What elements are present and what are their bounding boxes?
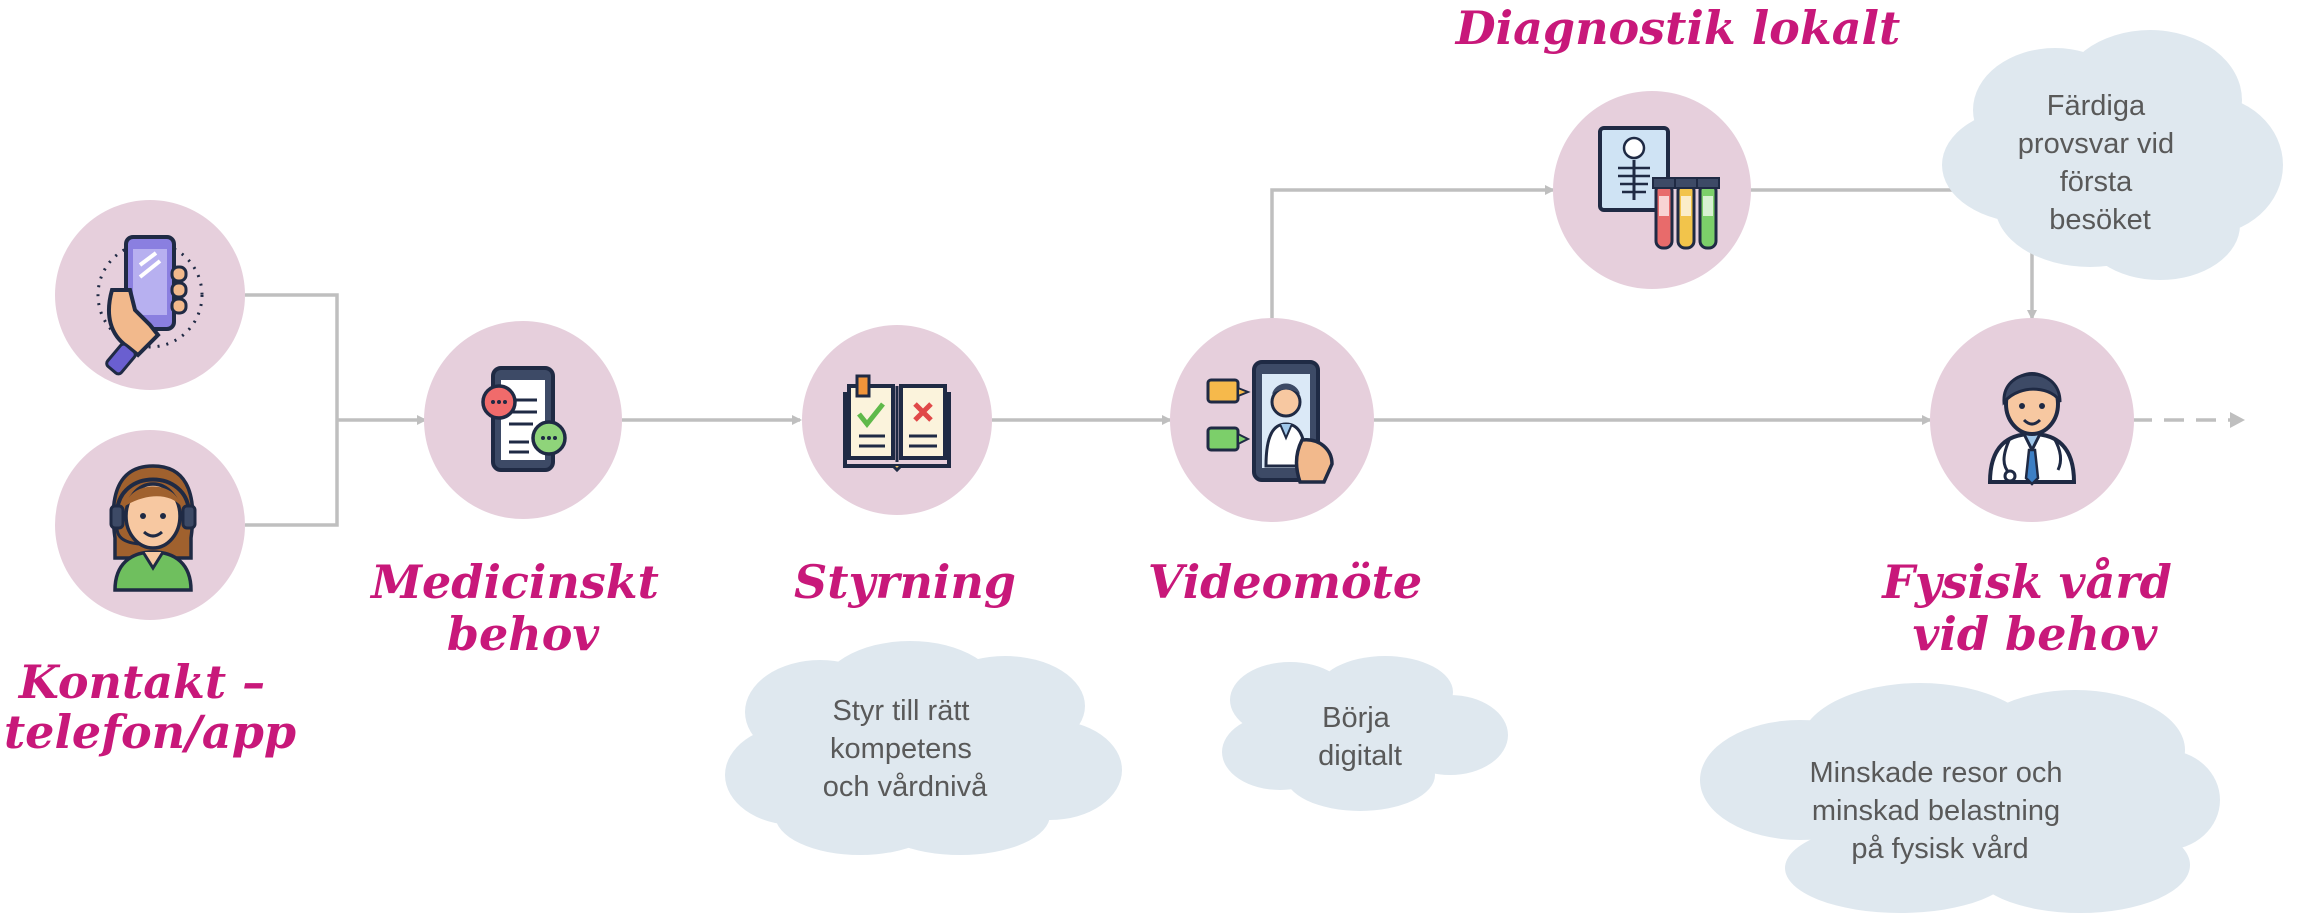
cloud-diagnostik: Färdiga provsvar vid första besöket bbox=[1942, 30, 2283, 280]
cloud-styrning-text: Styr till rätt kompetens och vårdnivå bbox=[823, 695, 988, 803]
cloud-diagnostik-text: Färdiga provsvar vid första besöket bbox=[2018, 90, 2182, 236]
cloud-videomote: Börja digitalt bbox=[1222, 656, 1508, 811]
title-fysisk: Fysisk vård vid behov bbox=[1880, 555, 2188, 661]
xray-and-test-tubes-icon bbox=[1598, 126, 1720, 250]
cloud-text-line: kompetens bbox=[830, 733, 972, 765]
title-line: vid behov bbox=[1913, 607, 2159, 661]
cloud-styrning: Styr till rätt kompetens och vårdnivå bbox=[725, 641, 1122, 855]
title-medicinskt: Medicinskt behov bbox=[369, 555, 675, 661]
title-line: behov bbox=[447, 607, 601, 661]
continuation-arrowhead bbox=[2230, 412, 2245, 428]
cloud-text-line: och vårdnivå bbox=[823, 771, 988, 803]
node-fysisk-vard bbox=[1930, 318, 2134, 522]
cloud-text-line: minskad belastning bbox=[1812, 795, 2060, 827]
cloud-text-line: besöket bbox=[2049, 204, 2151, 236]
smartphone-in-hand-icon bbox=[96, 235, 204, 376]
medical-chat-tablet-icon bbox=[481, 366, 567, 472]
title-styrning: Styrning bbox=[794, 555, 1016, 609]
cloud-text-line: på fysisk vård bbox=[1851, 833, 2028, 865]
cloud-text-line: Minskade resor och bbox=[1809, 757, 2062, 789]
node-kontakt-support bbox=[55, 430, 245, 620]
cloud-videomote-text: Börja digitalt bbox=[1318, 702, 1402, 772]
title-line: telefon/app bbox=[4, 705, 296, 759]
cloud-fysisk: Minskade resor och minskad belastning på… bbox=[1700, 683, 2220, 913]
cloud-text-line: Färdiga bbox=[2047, 90, 2146, 122]
title-line: Medicinskt bbox=[369, 555, 659, 609]
call-center-agent-icon bbox=[109, 464, 197, 592]
title-videomote: Videomöte bbox=[1148, 555, 1422, 609]
checklist-book-icon bbox=[843, 374, 951, 473]
video-consultation-doctor-icon bbox=[1206, 360, 1334, 484]
title-line: Kontakt – bbox=[17, 655, 265, 709]
connector-support-to-junction bbox=[245, 420, 339, 527]
title-diagnostik: Diagnostik lokalt bbox=[1454, 1, 1901, 55]
node-styrning bbox=[802, 325, 992, 515]
title-line: Styrning bbox=[794, 555, 1016, 609]
cloud-text-line: första bbox=[2060, 166, 2133, 198]
doctor-icon bbox=[1987, 372, 2077, 486]
title-line: Diagnostik lokalt bbox=[1454, 1, 1901, 55]
connector-phone-to-junction bbox=[245, 293, 339, 420]
node-videomote bbox=[1170, 318, 1374, 522]
cloud-text-line: Börja bbox=[1322, 702, 1391, 734]
title-line: Fysisk vård bbox=[1880, 555, 2171, 609]
connectors bbox=[245, 185, 2245, 527]
title-kontakt: Kontakt – telefon/app bbox=[4, 655, 296, 759]
title-line: Videomöte bbox=[1148, 555, 1422, 609]
cloud-fysisk-text: Minskade resor och minskad belastning på… bbox=[1809, 757, 2070, 865]
cloud-text-line: Styr till rätt bbox=[832, 695, 969, 727]
cloud-text-line: digitalt bbox=[1318, 740, 1402, 772]
cloud-text-line: provsvar vid bbox=[2018, 128, 2174, 160]
node-diagnostik bbox=[1553, 91, 1751, 289]
node-kontakt-phone bbox=[55, 200, 245, 390]
connector-video-to-diagnostik bbox=[1270, 185, 1555, 318]
node-medicinskt-behov bbox=[424, 321, 622, 519]
